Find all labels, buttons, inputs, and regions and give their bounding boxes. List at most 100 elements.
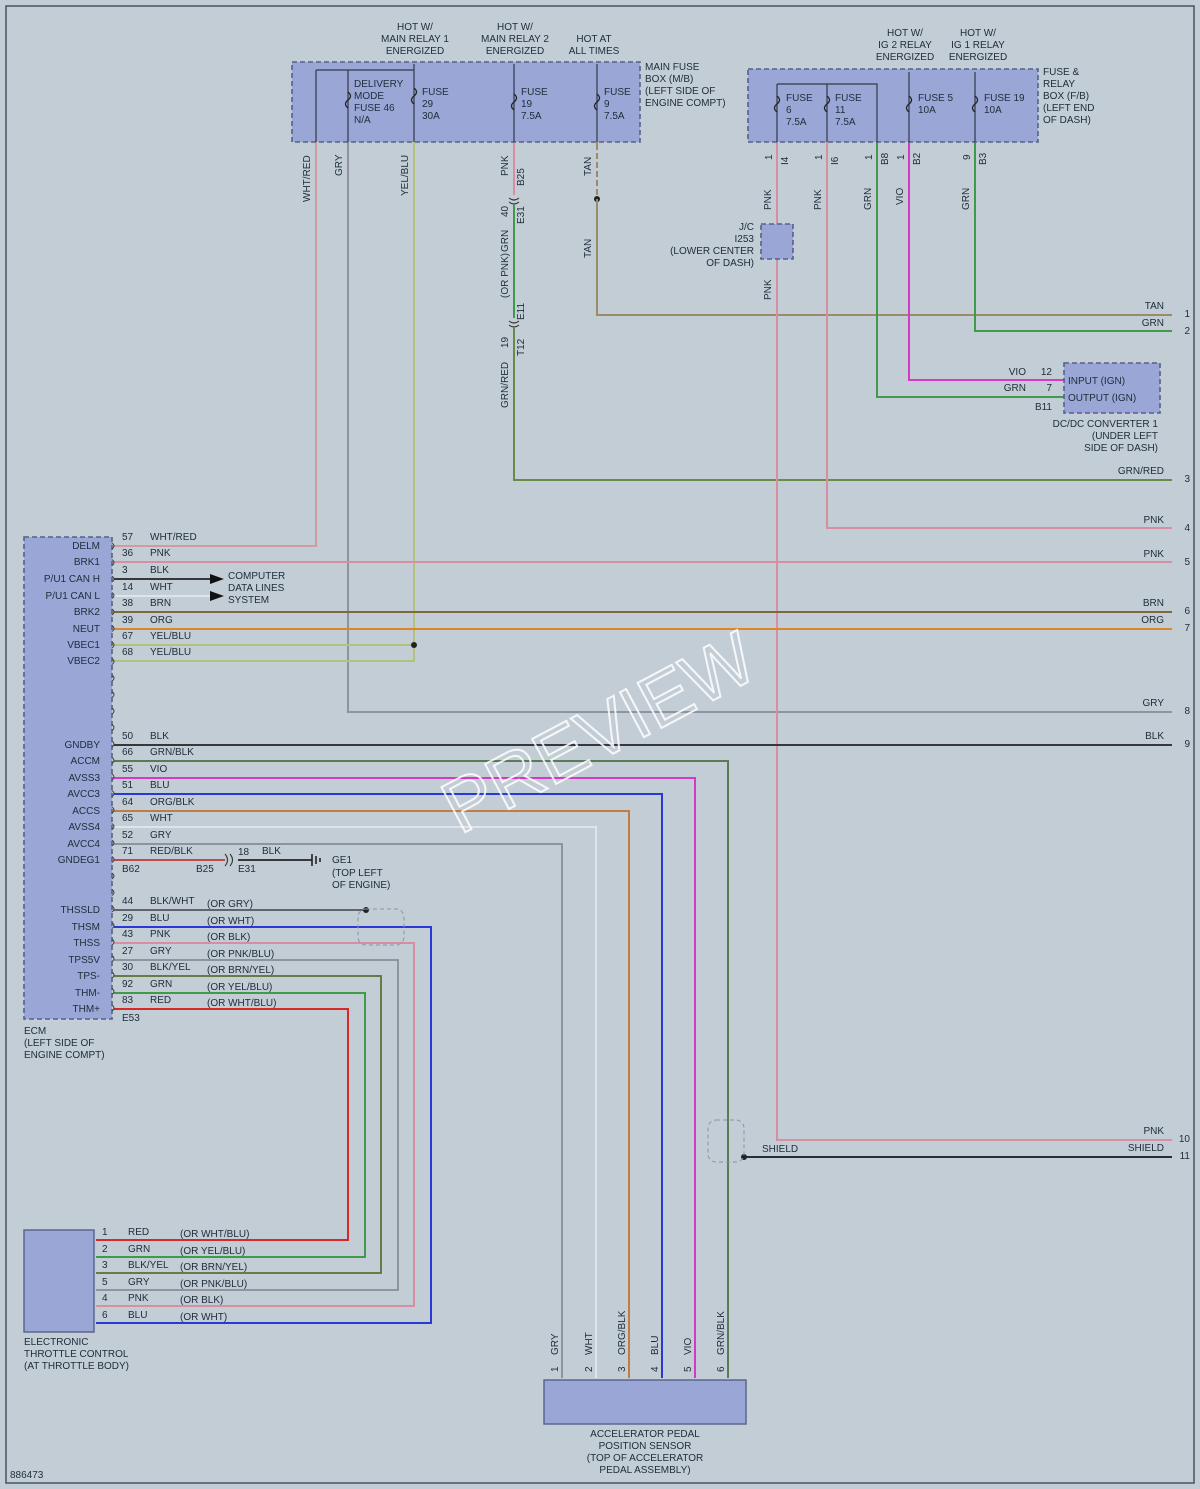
terminal-label-5: PNK [1143, 549, 1164, 560]
frb-bus [776, 72, 976, 142]
ecm-box [23, 536, 113, 1020]
ecm-pin-50: 50 [122, 731, 134, 742]
ecm-pin-65: 65 [122, 813, 134, 824]
etc-wire-alt-6: (OR WHT) [180, 1312, 227, 1323]
fuse-9-symbol [593, 93, 601, 111]
apps-pin-3: 3 [617, 1366, 628, 1372]
apps-label: (TOP OF ACCELERATOR [587, 1453, 704, 1464]
hot-ig1: ENERGIZED [949, 52, 1007, 63]
ecm-terminal-p-u1-can-h: P/U1 CAN H [44, 574, 100, 585]
apps-pin-1: 1 [550, 1366, 561, 1372]
mfb-label: (LEFT SIDE OF [645, 86, 715, 97]
ecm-pin-3: 3 [122, 565, 128, 576]
etc-wire-alt-2: (OR YEL/BLU) [180, 1246, 245, 1257]
frb-label: (LEFT END [1043, 103, 1095, 114]
apps-pin-2: 2 [584, 1366, 595, 1372]
label-grn-e31: GRN [500, 230, 511, 252]
etc-pin-2: 2 [102, 1244, 108, 1255]
wire-accs [114, 810, 630, 1378]
dcdc-grn-label: GRN [1004, 383, 1026, 394]
apps-wire-color-1: GRY [550, 1333, 561, 1355]
ecm-pin-mark [111, 740, 115, 748]
mfb-label: ENGINE COMPT) [645, 98, 726, 109]
pin-b8-number: 1 [864, 154, 875, 160]
ecm-pin-mark [111, 889, 115, 896]
throttle-control-label: THROTTLE CONTROL [24, 1349, 129, 1360]
ecm-wire-color-67: YEL/BLU [150, 631, 191, 642]
ecm-wire-alt-30: (OR BRN/YEL) [207, 965, 274, 976]
label-b25: B25 [516, 168, 527, 186]
etc-wire-color-2: GRN [128, 1244, 150, 1255]
terminal-number-6: 6 [1184, 606, 1190, 617]
fuse-6-symbol [773, 95, 781, 113]
label-grn-b8: GRN [863, 188, 874, 210]
hot-main-relay1: ENERGIZED [386, 46, 444, 57]
ecm-pin-71: 71 [122, 846, 134, 857]
ground-symbol [311, 854, 321, 866]
etc-wire-alt-4: (OR BLK) [180, 1295, 223, 1306]
hot-ig1: HOT W/ [960, 28, 996, 39]
label-or-pnk: (OR PNK) [500, 253, 511, 298]
etc-wire-color-3: BLK/YEL [128, 1260, 169, 1271]
fuse-5-label: FUSE 5 [918, 93, 953, 104]
dcdc-label: (UNDER LEFT [1092, 431, 1158, 442]
inline-connector-b25 [224, 853, 234, 867]
ecm-pin-64: 64 [122, 797, 134, 808]
jc-i253-label: I253 [735, 234, 755, 245]
ecm-terminal-brk1: BRK1 [74, 557, 101, 568]
ecm-wire-alt-83: (OR WHT/BLU) [207, 998, 276, 1009]
terminal-number-7: 7 [1184, 623, 1190, 634]
etc-wire-alt-5: (OR PNK/BLU) [180, 1279, 247, 1290]
fuse-46-label: DELIVERY [354, 79, 404, 90]
ecm-wire-color-71: RED/BLK [150, 846, 193, 857]
wire-pnk-10 [776, 142, 1172, 1141]
terminal-number-4: 4 [1184, 523, 1190, 534]
hot-ig2: ENERGIZED [876, 52, 934, 63]
doc-id: 886473 [10, 1470, 44, 1481]
dcdc-converter-box [1063, 362, 1161, 414]
dcdc-label: SIDE OF DASH) [1084, 443, 1158, 454]
wire-delm [114, 142, 317, 547]
wire-thm-minus [96, 992, 366, 1258]
label-tan-top: TAN [583, 157, 594, 176]
ecm-wire-color-66: GRN/BLK [150, 747, 194, 758]
ecm-terminal-thsm: THSM [72, 922, 100, 933]
wire-tan-1 [596, 199, 1172, 316]
throttle-control-box [23, 1229, 95, 1333]
ecm-pin-mark [111, 922, 115, 929]
ecm-pin-mark [111, 641, 115, 649]
dcdc-pin-7: 7 [1046, 383, 1052, 394]
ground-desc: (TOP LEFT [332, 868, 383, 879]
fuse-9-label: 9 [604, 99, 610, 110]
label-pnk-fuse19: PNK [500, 155, 511, 176]
ecm-terminal-thm-: THM+ [73, 1004, 101, 1015]
ecm-wire-color-55: VIO [150, 764, 167, 775]
hot-all-times: HOT AT [576, 34, 611, 45]
terminal-label-7: ORG [1141, 615, 1164, 626]
wire-dcdc-output [876, 142, 1064, 398]
ground-conn-e31: E31 [238, 864, 256, 875]
ecm-pin-mark [111, 691, 115, 698]
fuse-11-label: 7.5A [835, 117, 856, 128]
ecm-terminal-avss4: AVSS4 [69, 822, 101, 833]
frb-label: OF DASH) [1043, 115, 1091, 126]
hot-main-relay2: HOT W/ [497, 22, 533, 33]
label-e31-pin: 40 [500, 205, 511, 217]
ecm-wire-alt-44: (OR GRY) [207, 899, 253, 910]
etc-pin-5: 5 [102, 1277, 108, 1288]
jc-i253-label: OF DASH) [706, 258, 754, 269]
wire-grn-red-3 [513, 328, 1172, 481]
ecm-wire-color-30: BLK/YEL [150, 962, 191, 973]
ecm-pin-29: 29 [122, 913, 134, 924]
etc-pin-1: 1 [102, 1227, 108, 1238]
wire-vbec [114, 142, 415, 662]
fuse-46-symbol [344, 91, 352, 109]
hot-all-times: ALL TIMES [569, 46, 620, 57]
wire-gry-8 [347, 142, 1172, 713]
diagram-border [5, 5, 1195, 1484]
ecm-wire-alt-27: (OR PNK/BLU) [207, 949, 274, 960]
label-vio-b2: VIO [895, 188, 906, 205]
ground-conn-b25: B25 [196, 864, 214, 875]
frb-label: RELAY [1043, 79, 1075, 90]
